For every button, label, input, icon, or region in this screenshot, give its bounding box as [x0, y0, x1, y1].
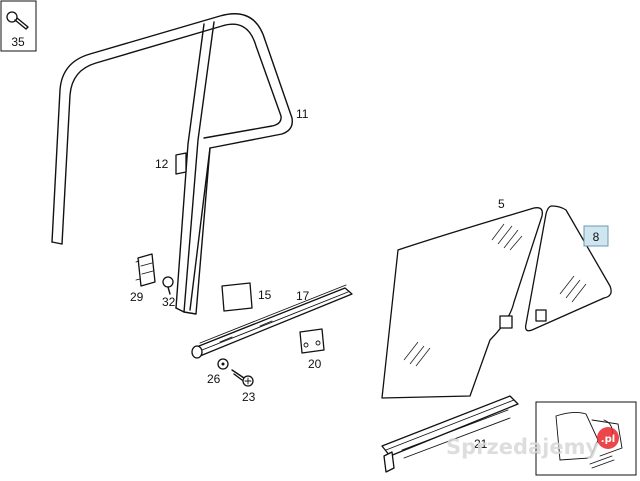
- car-door-thumbnail: [535, 401, 637, 476]
- part-29-bracket: [135, 253, 156, 287]
- part-26-washer: [217, 358, 229, 370]
- sprzedajemy-watermark: Sprzedajemy .pl: [446, 427, 619, 459]
- callout-20: 20: [308, 357, 322, 371]
- part-8-quarter-glass: [524, 205, 612, 332]
- watermark-text: Sprzedajemy: [446, 435, 600, 459]
- callout-23: 23: [242, 390, 256, 404]
- callout-8: 8: [593, 230, 600, 244]
- part-21-channel: [381, 395, 519, 473]
- callout-12: 12: [155, 157, 169, 171]
- part-15-pad: [221, 282, 253, 312]
- part-12-clip: [175, 152, 187, 175]
- part-5-door-glass: [381, 207, 543, 399]
- callout-21: 21: [474, 437, 488, 451]
- badge-text: .pl: [601, 434, 615, 445]
- callout-32: 32: [162, 295, 176, 309]
- window-frame-seal: [51, 13, 293, 315]
- callout-5: 5: [498, 197, 505, 211]
- part-23-screw: [231, 369, 254, 387]
- callout-35: 35: [11, 35, 25, 49]
- callout-29: 29: [130, 290, 144, 304]
- callout-15: 15: [258, 288, 272, 302]
- callout-8-box: 8: [583, 225, 609, 247]
- part-20-plate: [299, 328, 325, 354]
- part-32-bolt: [162, 276, 174, 295]
- callout-26: 26: [207, 372, 221, 386]
- screw-icon: [6, 11, 29, 30]
- part-35-inset: 35: [0, 0, 37, 52]
- part-17-rail: [191, 284, 353, 359]
- callout-11: 11: [296, 107, 309, 121]
- badge-icon: [597, 427, 619, 449]
- callout-17: 17: [296, 289, 310, 303]
